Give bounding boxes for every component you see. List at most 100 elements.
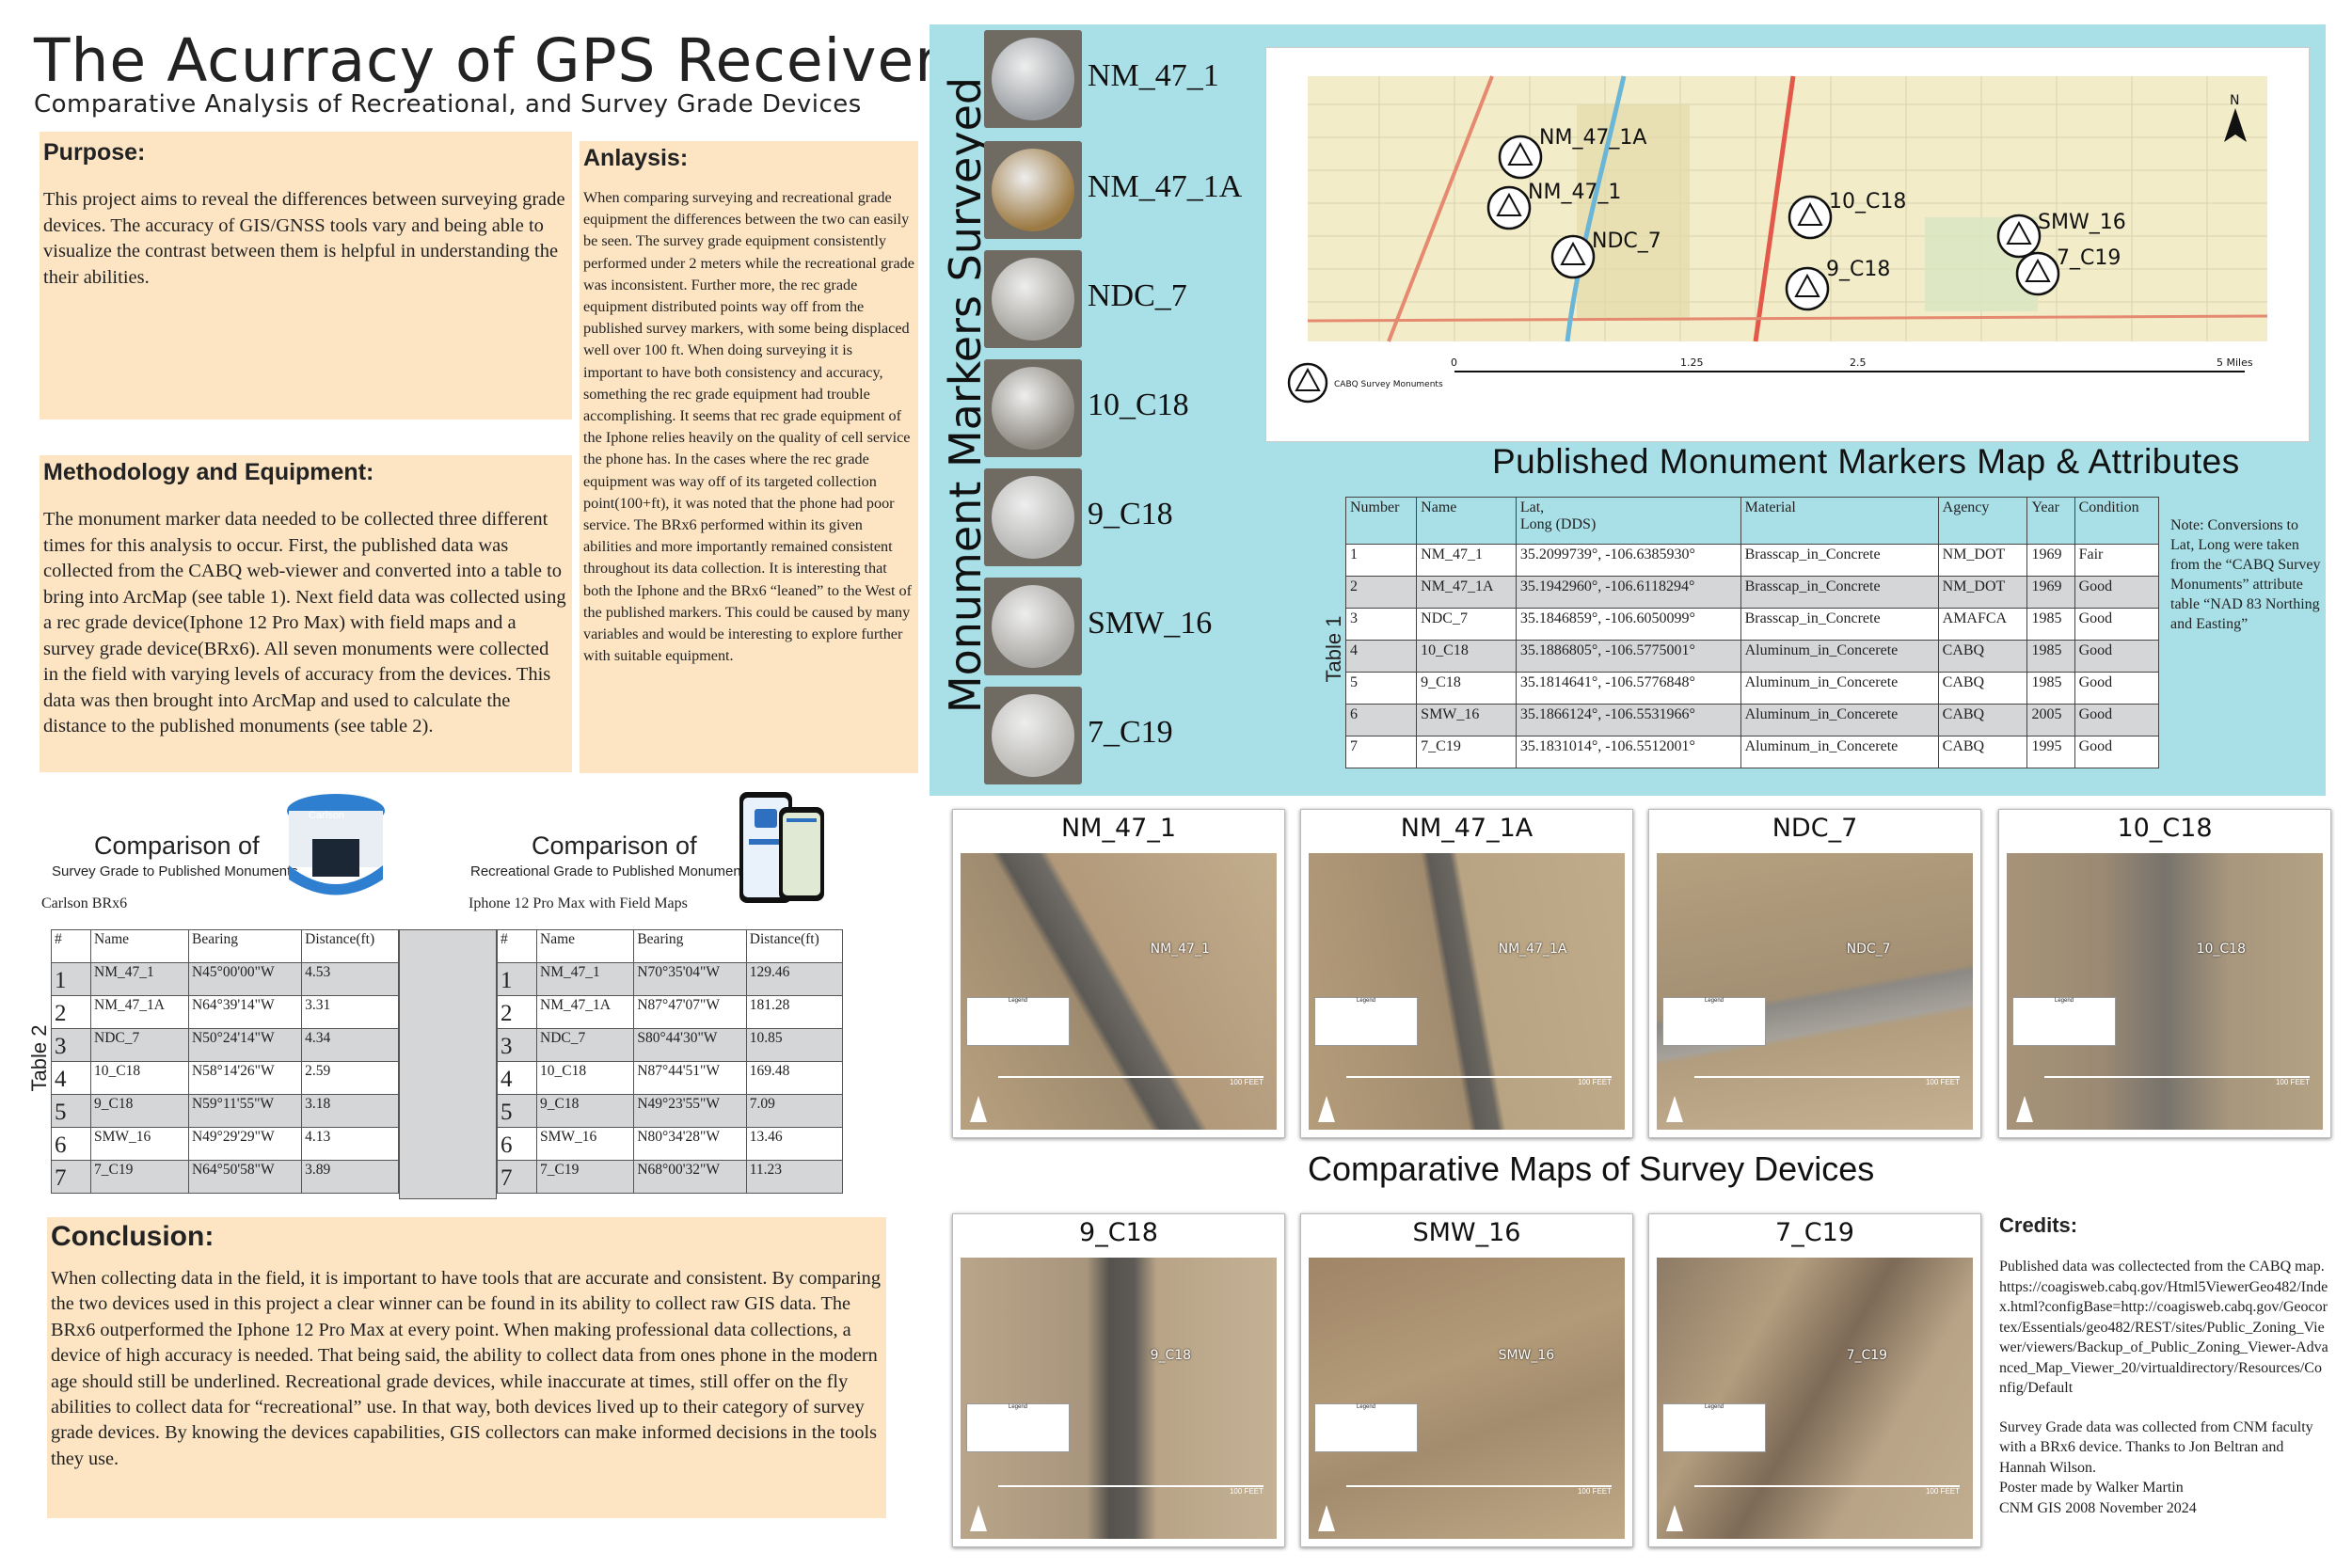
- table1-cell: 35.1814641°, -106.5776848°: [1515, 672, 1741, 705]
- table1-cell: 5: [1344, 672, 1418, 705]
- aerial-scale-bar: 100 FEET: [2044, 1076, 2310, 1086]
- table2-cell: 5: [497, 1094, 537, 1128]
- purpose-heading: Purpose:: [43, 139, 146, 166]
- methodology-section: Methodology and Equipment: The monument …: [40, 455, 572, 772]
- marker-photo: [984, 250, 1082, 348]
- table1-cell: 1995: [2026, 736, 2075, 768]
- map-point-label: 9_C18: [1826, 258, 1890, 281]
- table1-cell: 35.1831014°, -106.5512001°: [1515, 736, 1741, 768]
- table1-header-cell: Name: [1416, 497, 1517, 545]
- rec-device-label: Iphone 12 Pro Max with Field Maps: [469, 895, 688, 911]
- table2-cell: N50°24'14"W: [187, 1028, 303, 1062]
- table1-cell: 2: [1344, 576, 1418, 609]
- poster-subtitle: Comparative Analysis of Recreational, an…: [34, 90, 862, 119]
- table2-cell: 3: [51, 1028, 91, 1062]
- table1-cell: Fair: [2074, 544, 2160, 577]
- table1-cell: 35.1866124°, -106.5531966°: [1515, 704, 1741, 736]
- aerial-legend: Legend: [1662, 996, 1766, 1046]
- table2-cell: 5: [51, 1094, 91, 1128]
- aerial-map-title: NM_47_1: [1060, 814, 1177, 843]
- table1-cell: 9_C18: [1416, 672, 1517, 705]
- aerial-map-title: 9_C18: [1079, 1218, 1158, 1247]
- aerial-legend-title: Legend: [1704, 1404, 1724, 1411]
- aerial-point-label: 9_C18: [1150, 1347, 1192, 1363]
- aerial-point-label: 10_C18: [2196, 942, 2246, 958]
- table1-cell: 1969: [2026, 544, 2075, 577]
- aerial-legend-title: Legend: [1356, 997, 1376, 1004]
- table2-cell: N64°39'14"W: [187, 995, 303, 1029]
- monument-disc-icon: [992, 585, 1074, 668]
- credits-section: Credits: Published data was collectected…: [1999, 1213, 2328, 1518]
- survey-device-label: Carlson BRx6: [41, 895, 128, 911]
- aerial-map-title: 10_C18: [2117, 814, 2213, 843]
- table2-cell: NDC_7: [535, 1028, 635, 1062]
- table2-cell: N49°29'29"W: [187, 1127, 303, 1161]
- map-point-label: 7_C19: [2057, 246, 2121, 270]
- table1-header-cell: Lat, Long (DDS): [1515, 497, 1741, 545]
- table2-cell: 129.46: [745, 962, 844, 996]
- table2-cell: SMW_16: [535, 1127, 635, 1161]
- table1-cell: Aluminum_in_Concerete: [1740, 640, 1939, 673]
- carlson-receiver-icon: Carlson: [282, 790, 390, 908]
- aerial-scale-bar: 100 FEET: [998, 1076, 1263, 1086]
- table2-cell: NM_47_1A: [535, 995, 635, 1029]
- marker-photo: [984, 141, 1082, 239]
- table2-cell: N49°23'55"W: [633, 1094, 747, 1128]
- marker-photo: [984, 578, 1082, 675]
- marker-label: 9_C18: [1088, 497, 1173, 531]
- table2-cell: 1: [497, 962, 537, 996]
- table1-cell: Good: [2074, 672, 2160, 705]
- marker-label: 7_C19: [1088, 715, 1173, 750]
- aerial-scale-bar: 100 FEET: [1346, 1485, 1612, 1496]
- table2-cell: N64°50'58"W: [187, 1160, 303, 1194]
- table2-header-cell: Bearing: [187, 929, 303, 963]
- map-point-label: 10_C18: [1829, 190, 1906, 214]
- table2-cell: 4: [51, 1061, 91, 1095]
- table1-cell: 1: [1344, 544, 1418, 577]
- map-point-label: NDC_7: [1592, 230, 1661, 253]
- table2-cell: N87°47'07"W: [633, 995, 747, 1029]
- table1-cell: Brasscap_in_Concrete: [1740, 544, 1939, 577]
- table1-cell: 2005: [2026, 704, 2075, 736]
- aerial-map-title: NM_47_1A: [1400, 814, 1534, 843]
- rec-comparison-sub: Recreational Grade to Published Monument…: [470, 863, 753, 879]
- table1-header-cell: Condition: [2074, 497, 2160, 545]
- credits-source: Published data was collectected from the…: [1999, 1259, 2328, 1396]
- svg-text:CABQ Survey Monuments: CABQ Survey Monuments: [1334, 380, 1443, 389]
- svg-text:1.25: 1.25: [1680, 356, 1704, 369]
- svg-text:Carlson: Carlson: [309, 810, 344, 821]
- monument-disc-icon: [992, 367, 1074, 450]
- table2-cell: N87°44'51"W: [633, 1061, 747, 1095]
- table2-cell: 2: [51, 995, 91, 1029]
- published-monuments-map: NM_47_1A NM_47_1 NDC_7 10_C18 9_C18 SMW_…: [1265, 47, 2310, 442]
- table2-cell: 7_C19: [535, 1160, 635, 1194]
- table2-cell: N68°00'32"W: [633, 1160, 747, 1194]
- table1-cell: Good: [2074, 704, 2160, 736]
- table2-cell: 3.89: [301, 1160, 399, 1194]
- monument-disc-icon: [992, 149, 1074, 231]
- table2-cell: 181.28: [745, 995, 844, 1029]
- table2-header-cell: #: [497, 929, 537, 963]
- credits-heading: Credits:: [1999, 1213, 2078, 1237]
- table1-cell: 1985: [2026, 608, 2075, 641]
- aerial-legend: Legend: [966, 996, 1070, 1046]
- aerial-legend-title: Legend: [1704, 997, 1724, 1004]
- marker-photo: [984, 468, 1082, 566]
- methodology-heading: Methodology and Equipment:: [43, 459, 374, 485]
- table2-cell: 10_C18: [90, 1061, 189, 1095]
- table1-cell: 35.1886805°, -106.5775001°: [1515, 640, 1741, 673]
- table2-cell: 6: [51, 1127, 91, 1161]
- analysis-heading: Anlaysis:: [583, 145, 689, 171]
